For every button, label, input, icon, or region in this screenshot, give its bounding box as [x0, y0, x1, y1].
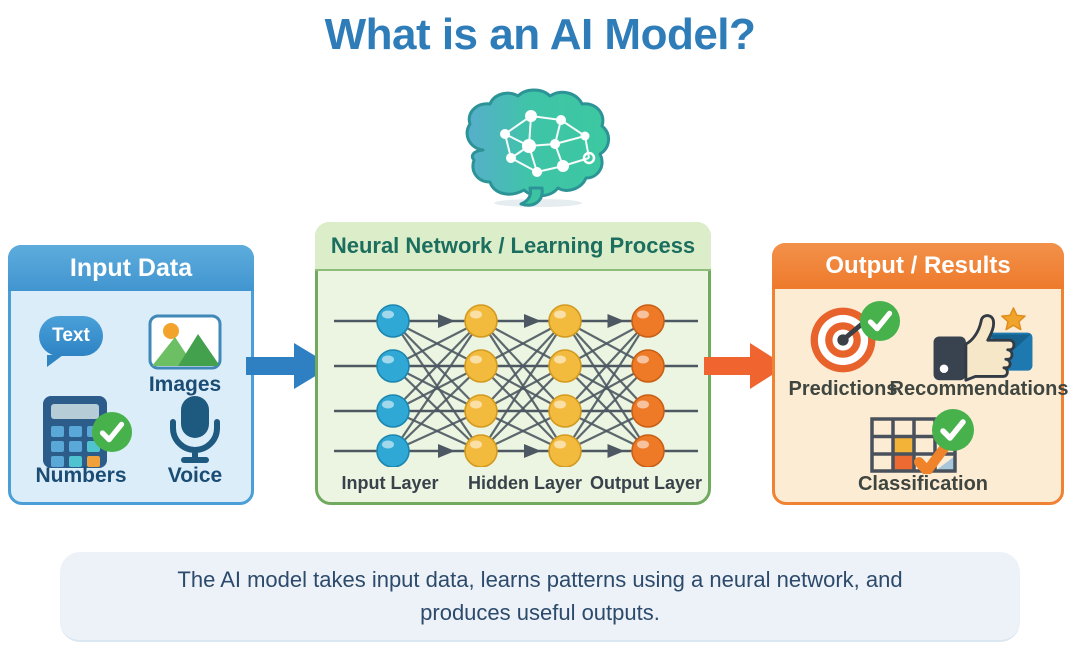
input-data-box: Input Data Text Images [8, 245, 254, 505]
star-icon [1001, 307, 1026, 331]
check-badge-icon [859, 300, 901, 342]
neural-network-header: Neural Network / Learning Process [315, 222, 711, 271]
output-results-header: Output / Results [772, 243, 1064, 289]
numbers-item-label: Numbers [35, 464, 127, 487]
text-item-label: Text [52, 325, 90, 346]
input-data-header-label: Input Data [69, 253, 193, 282]
neural-network-box: Neural Network / Learning Process Input … [315, 222, 711, 505]
hidden-layer-label: Hidden Layer [467, 473, 583, 493]
output-results-box: Output / Results Predictions Recommendat… [772, 243, 1068, 505]
output-layer-label: Output Layer [589, 473, 703, 493]
check-badge-icon [91, 411, 133, 453]
caption-box: The AI model takes input data, learns pa… [60, 552, 1020, 642]
brain-network-icon [443, 86, 633, 208]
target-icon [809, 306, 877, 374]
check-badge-icon [931, 408, 975, 452]
calculator-icon [43, 396, 107, 468]
picture-icon [148, 314, 222, 370]
page-title: What is an AI Model? [324, 10, 756, 59]
microphone-icon [169, 396, 221, 464]
voice-item-label: Voice [167, 464, 223, 487]
recommendations-item-label: Recommendations [889, 378, 1069, 400]
caption-text: The AI model takes input data, learns pa… [177, 567, 903, 625]
arrow-network-to-output-icon [704, 338, 788, 394]
predictions-item-label: Predictions [788, 378, 898, 400]
images-item-label: Images [148, 373, 222, 396]
speech-bubble-icon: Text [39, 316, 103, 367]
neural-network-diagram [334, 304, 698, 467]
input-data-header: Input Data [8, 245, 254, 291]
neural-network-header-label: Neural Network / Learning Process [330, 232, 696, 258]
output-results-header-label: Output / Results [825, 252, 1011, 279]
classification-item-label: Classification [857, 473, 989, 495]
arrow-input-to-network-icon [246, 338, 334, 394]
input-layer-label: Input Layer [341, 473, 439, 493]
thumbs-up-star-icon [927, 306, 1039, 384]
